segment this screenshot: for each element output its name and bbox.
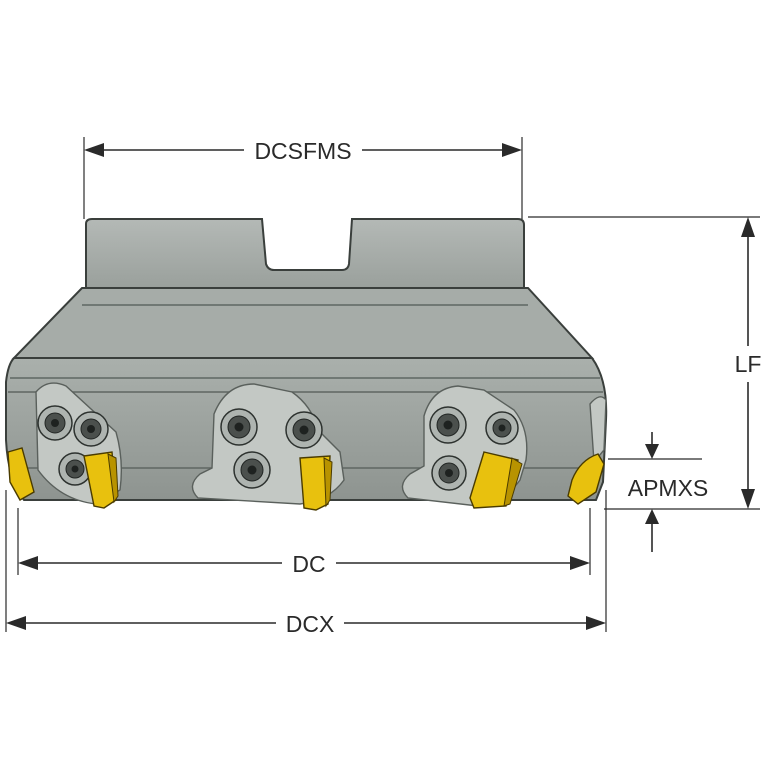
insert-station-3 bbox=[401, 385, 528, 509]
clamp-screw-icon bbox=[233, 451, 271, 489]
insert-right-edge bbox=[567, 453, 605, 505]
dimension-label-dc: DC bbox=[292, 551, 325, 577]
dimension-dcsfms: DCSFMS bbox=[83, 137, 523, 219]
insert-1 bbox=[83, 451, 117, 509]
clamp-screw-icon bbox=[58, 452, 92, 486]
tapered-collar bbox=[11, 287, 595, 359]
clamp-screw-icon bbox=[73, 411, 109, 447]
insert-station-left-edge bbox=[7, 447, 35, 501]
dimension-dc: DC bbox=[17, 508, 591, 577]
clamp-screw-icon bbox=[37, 405, 73, 441]
clamp-screw-icon bbox=[220, 408, 258, 446]
clamp-screw-icon bbox=[431, 455, 467, 491]
insert-station-2 bbox=[191, 383, 345, 511]
dimension-lf: LF bbox=[528, 216, 762, 510]
shank-with-keyway bbox=[85, 218, 525, 289]
insert-2 bbox=[299, 455, 331, 511]
insert-left-edge bbox=[7, 447, 35, 501]
clamp-screw-icon bbox=[429, 406, 467, 444]
dimension-label-dcx: DCX bbox=[286, 611, 335, 637]
dimension-label-apmxs: APMXS bbox=[628, 475, 709, 501]
insert-station-1 bbox=[35, 382, 123, 509]
clamp-screw-icon bbox=[285, 411, 323, 449]
clamp-screw-icon bbox=[485, 411, 519, 445]
dimension-dcx: DCX bbox=[5, 490, 607, 637]
dimension-apmxs: APMXS bbox=[608, 432, 708, 552]
insert-station-right-edge bbox=[567, 396, 607, 505]
dimension-label-dcsfms: DCSFMS bbox=[254, 138, 351, 164]
dimension-label-lf: LF bbox=[735, 351, 762, 377]
dimensions: DCSFMS LF APMXS bbox=[5, 137, 762, 637]
